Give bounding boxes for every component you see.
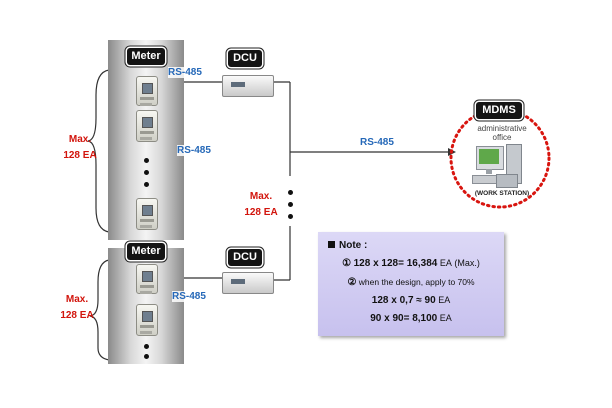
ellipsis-dot	[144, 158, 149, 163]
dcu-device-lower	[222, 272, 274, 294]
max-label-center: Max.128 EA	[244, 191, 278, 218]
rs485-label-meter-middle: RS-485	[177, 145, 211, 156]
meter-device	[136, 304, 158, 336]
ellipsis-dot	[144, 354, 149, 359]
meter-tag-upper: Meter	[127, 48, 165, 65]
workstation-label: (WORK STATION)	[474, 190, 530, 197]
rs485-label-meter-lower: RS-485	[172, 291, 206, 302]
meter-device	[136, 76, 158, 106]
note-line-max: ① 128 x 128= 16,384 EA (Max.)	[342, 258, 480, 269]
ellipsis-dot	[144, 344, 149, 349]
meter-device	[136, 198, 158, 230]
ellipsis-dot	[288, 202, 293, 207]
max-label-lower: Max.128 EA	[60, 294, 94, 321]
mdms-tag: MDMS	[476, 102, 522, 119]
lower-group-brace	[89, 259, 110, 361]
rs485-label-meter-upper: RS-485	[168, 67, 202, 78]
workstation-computer-icon	[470, 144, 530, 190]
dcu-tag-upper: DCU	[228, 50, 262, 67]
rs485-label-mdms: RS-485	[360, 137, 394, 148]
note-line-result: 90 x 90= 8,100 EA	[370, 313, 452, 324]
meter-device	[136, 264, 158, 294]
max-label-upper: Max.128 EA	[63, 134, 97, 161]
note-title: Note :	[328, 240, 367, 251]
meter-device	[136, 110, 158, 142]
ellipsis-dot	[144, 182, 149, 187]
ellipsis-dot	[288, 214, 293, 219]
upper-group-brace	[87, 69, 110, 233]
note-bullet-square-icon	[328, 241, 335, 248]
dcu-device-upper	[222, 75, 274, 97]
ellipsis-dot	[144, 170, 149, 175]
note-line-70pct: 128 x 0,7 ≈ 90 EA	[371, 295, 451, 306]
note-box: Note : ① 128 x 128= 16,384 EA (Max.) ② w…	[318, 232, 504, 336]
note-line-design: ② when the design, apply to 70%	[347, 277, 475, 288]
dcu-tag-lower: DCU	[228, 249, 262, 266]
office-label: administrative office	[477, 124, 527, 142]
meter-tag-lower: Meter	[127, 243, 165, 260]
ellipsis-dot	[288, 190, 293, 195]
